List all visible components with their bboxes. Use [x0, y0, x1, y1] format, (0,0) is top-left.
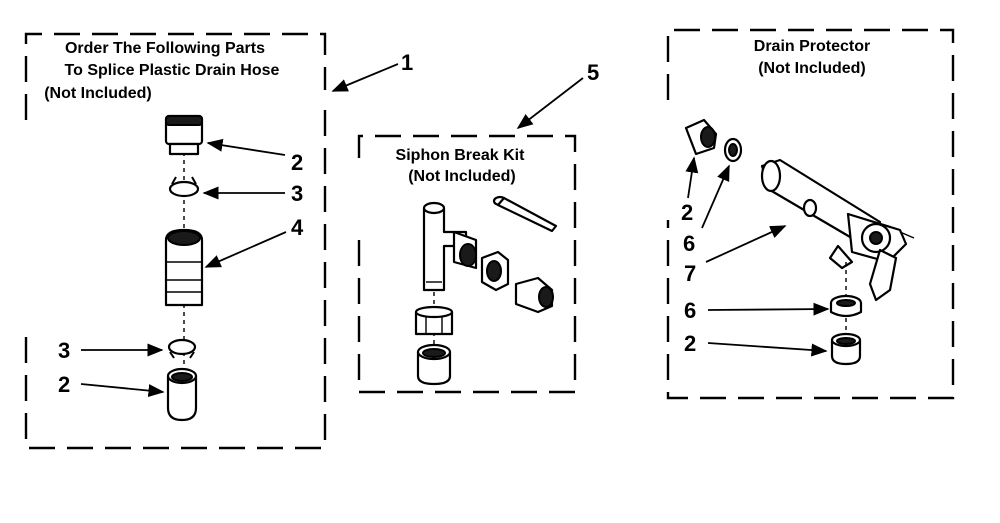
- callout-splice-3-top: 3: [291, 181, 303, 206]
- splice-panel-callout-leader: [331, 63, 399, 92]
- splice-panel-callout: 1: [401, 50, 413, 75]
- siphon-panel-callout: 5: [587, 60, 599, 85]
- drain-panel-title-line2: (Not Included): [758, 60, 866, 77]
- connector-part-2-bottom: [166, 367, 198, 422]
- leader-splice-2-top: [206, 138, 286, 156]
- callout-splice-4: 4: [291, 215, 304, 240]
- callout-drain-2-bottom: 2: [684, 331, 696, 356]
- splice-panel-title-line1: Order The Following Parts: [65, 40, 265, 57]
- splice-parts-panel: Order The Following Parts To Splice Plas…: [24, 32, 413, 450]
- siphon-nut-vertical: [414, 305, 454, 336]
- leader-splice-4: [204, 231, 287, 268]
- siphon-cup: [416, 343, 452, 386]
- callout-splice-2-bottom: 2: [58, 372, 70, 397]
- splice-panel-title-line3: (Not Included): [44, 85, 152, 102]
- coupler-part-4: [164, 228, 204, 307]
- siphon-break-kit-panel: Siphon Break Kit (Not Included) 5: [357, 60, 599, 394]
- siphon-panel-title-line2: (Not Included): [408, 168, 516, 185]
- drain-ring-part-6-top: [723, 137, 743, 163]
- siphon-tee-fitting: [422, 201, 478, 292]
- leader-drain-6-top: [701, 164, 730, 229]
- callout-drain-6-bottom: 6: [684, 298, 696, 323]
- splice-panel-title-line2: To Splice Plastic Drain Hose: [65, 62, 280, 79]
- siphon-panel-title-line1: Siphon Break Kit: [396, 147, 526, 164]
- clamp-part-3-bottom: [167, 338, 197, 359]
- callout-drain-6-top: 6: [683, 231, 695, 256]
- leader-splice-2-bottom: [80, 383, 165, 398]
- siphon-panel-border: [357, 134, 577, 394]
- drain-protector-panel: Drain Protector (Not Included): [666, 28, 955, 400]
- drain-ring-part-6-bottom: [829, 294, 863, 318]
- drain-cap-part-2-bottom: [830, 332, 862, 366]
- siphon-connector-horizontal: [514, 276, 554, 314]
- callout-drain-2-top: 2: [681, 200, 693, 225]
- splice-panel-border: [24, 32, 327, 450]
- drain-protector-body-part-7: [760, 158, 915, 302]
- drain-panel-border: [666, 28, 955, 400]
- leader-drain-7: [705, 225, 787, 263]
- callout-drain-7: 7: [684, 261, 696, 286]
- connector-part-2-top: [164, 114, 204, 156]
- clamp-part-3-top: [168, 176, 200, 198]
- leader-drain-6-bottom: [707, 302, 830, 316]
- siphon-nut-horizontal: [480, 250, 510, 292]
- callout-splice-3-bottom: 3: [58, 338, 70, 363]
- callout-splice-2-top: 2: [291, 150, 303, 175]
- leader-drain-2-bottom: [707, 342, 828, 357]
- siphon-pin: [492, 195, 558, 233]
- drain-panel-title-line1: Drain Protector: [754, 38, 870, 55]
- leader-drain-2-top: [685, 156, 699, 199]
- siphon-panel-callout-leader: [516, 77, 584, 129]
- drain-cap-part-2-top: [684, 118, 718, 156]
